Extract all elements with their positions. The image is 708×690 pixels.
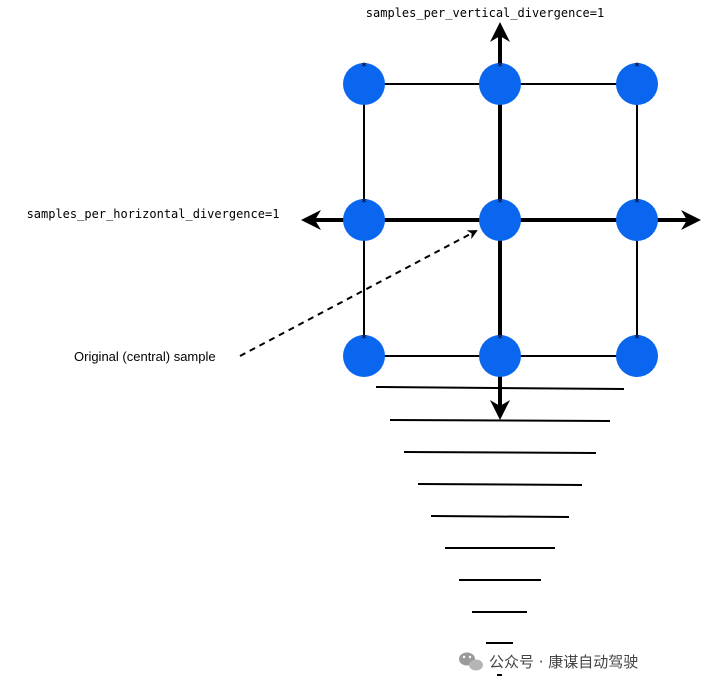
watermark: 公众号 · 康谋自动驾驶 <box>459 652 638 671</box>
original-sample-pointer <box>239 230 478 357</box>
sample-point-bottom-right <box>616 335 658 377</box>
sample-center-marker: * <box>361 60 367 73</box>
sample-center-marker: * <box>634 60 640 73</box>
sample-point-bottom-left <box>343 335 385 377</box>
sample-center-marker: * <box>497 332 503 345</box>
sample-point-top-right <box>616 63 658 105</box>
watermark-text: 公众号 · 康谋自动驾驶 <box>489 653 638 671</box>
sample-center-marker: * <box>634 332 640 345</box>
sample-point-top-left <box>343 63 385 105</box>
wechat-icon <box>459 652 483 671</box>
ground-symbol <box>375 386 625 676</box>
sample-point-middle-right <box>616 199 658 241</box>
original-sample-label: Original (central) sample <box>74 349 216 364</box>
sample-point-middle-left <box>343 199 385 241</box>
sample-point-bottom-center <box>479 335 521 377</box>
ground-stripe <box>403 451 597 454</box>
vertical-divergence-label: samples_per_vertical_divergence=1 <box>366 6 604 20</box>
sample-center-marker: * <box>634 196 640 209</box>
central-sample-point <box>479 199 521 241</box>
sample-center-marker: * <box>361 196 367 209</box>
ground-stripe <box>375 386 625 390</box>
ground-stripe <box>389 419 611 422</box>
sample-center-marker: * <box>497 60 503 73</box>
sample-point-top-center <box>479 63 521 105</box>
ground-stripe <box>417 483 583 486</box>
sample-center-marker: * <box>497 196 503 209</box>
horizontal-divergence-label: samples_per_horizontal_divergence=1 <box>27 207 280 221</box>
sample-center-marker: * <box>361 332 367 345</box>
ground-stripe <box>430 515 570 518</box>
sample-points: * * * * * * * * * <box>343 60 658 377</box>
